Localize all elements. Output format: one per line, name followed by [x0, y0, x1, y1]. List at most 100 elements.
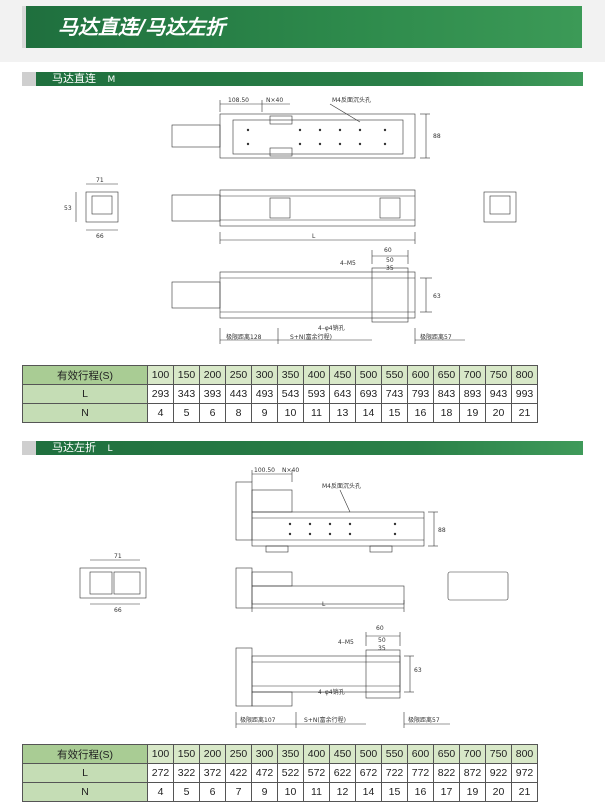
stroke-cell: 400	[303, 744, 330, 764]
stroke-cell: 750	[485, 365, 512, 385]
dim-end-height: 53	[64, 205, 72, 212]
L-cell: 672	[355, 763, 382, 783]
L-cell: 593	[303, 384, 330, 404]
dim-holes4: 4–φ4销孔	[318, 324, 345, 332]
module-inner-top	[232, 119, 404, 155]
end-view-right	[447, 571, 509, 601]
N-cell: 8	[225, 403, 252, 423]
motor-body-bottom	[171, 281, 221, 309]
dim-end-bottom: 66	[96, 233, 104, 240]
dim-35: 35	[386, 265, 394, 272]
stroke-cell: 550	[381, 365, 408, 385]
L-cell: 472	[251, 763, 278, 783]
table-row-L: L 293 343 393 443 493 543 593 643 693 74…	[22, 384, 538, 404]
module-body-bottom	[219, 271, 416, 319]
row-label-L: L	[22, 384, 148, 404]
N-cell: 15	[381, 403, 408, 423]
N-cell: 6	[199, 403, 226, 423]
page-title: 马达直连/马达左折	[22, 6, 582, 48]
stroke-cell: 200	[199, 744, 226, 764]
dim-50: 50	[386, 257, 394, 264]
row-label-L: L	[22, 763, 148, 783]
N-cell: 19	[459, 403, 486, 423]
section-bar-gap	[22, 441, 36, 455]
stroke-cell: 200	[199, 365, 226, 385]
L-cell: 493	[251, 384, 278, 404]
N-cell: 14	[355, 403, 382, 423]
L-cell: 743	[381, 384, 408, 404]
section-code: L	[107, 444, 113, 454]
N-cell: 15	[381, 782, 408, 802]
L-cell: 772	[407, 763, 434, 783]
end-view-right	[483, 191, 517, 223]
stroke-cell: 400	[303, 365, 330, 385]
L-cell: 993	[511, 384, 538, 404]
module-body-top	[219, 113, 416, 159]
motor-body-side	[235, 567, 253, 609]
N-cell: 16	[407, 403, 434, 423]
row-label-N: N	[22, 782, 148, 802]
L-cell: 543	[277, 384, 304, 404]
stroke-cell: 250	[225, 744, 252, 764]
N-cell: 5	[173, 782, 200, 802]
L-cell: 293	[147, 384, 174, 404]
spec-table-motor-left-fold: 有效行程(S) 100 150 200 250 300 350 400 450 …	[22, 744, 538, 802]
N-cell: 4	[147, 782, 174, 802]
stroke-cell: 700	[459, 744, 486, 764]
hole-note: M4反面沉头孔	[332, 96, 371, 104]
N-cell: 10	[277, 403, 304, 423]
header-stroke-label: 有效行程(S)	[22, 744, 148, 764]
dim-limit-right: 极限距离57	[420, 333, 452, 341]
L-cell: 572	[303, 763, 330, 783]
L-cell: 893	[459, 384, 486, 404]
N-cell: 19	[459, 782, 486, 802]
L-cell: 943	[485, 384, 512, 404]
stroke-cell: 800	[511, 744, 538, 764]
N-cell: 20	[485, 782, 512, 802]
L-cell: 972	[511, 763, 538, 783]
stroke-cell: 450	[329, 744, 356, 764]
L-cell: 643	[329, 384, 356, 404]
spec-table-motor-direct: 有效行程(S) 100 150 200 250 300 350 400 450 …	[22, 365, 538, 423]
L-cell: 272	[147, 763, 174, 783]
dim-length: L	[322, 601, 326, 608]
dim-35: 35	[378, 645, 386, 652]
stroke-cell: 600	[407, 744, 434, 764]
dim-end-bottom: 66	[114, 607, 122, 614]
stroke-cell: 750	[485, 744, 512, 764]
L-cell: 693	[355, 384, 382, 404]
motor-body-bottom	[235, 647, 253, 707]
drawing-motor-direct: 108.50 N×40 M4反面沉头孔 88 71 53 66 L 60 50 …	[0, 92, 605, 354]
stroke-cell: 650	[433, 365, 460, 385]
section-label: 马达直连	[52, 72, 96, 85]
row-label-N: N	[22, 403, 148, 423]
motor-body-side	[171, 194, 221, 222]
dim-limit-right: 极限距离57	[408, 716, 440, 724]
stroke-cell: 350	[277, 365, 304, 385]
technical-drawing-svg: 108.50 N×40 M4反面沉头孔 88 71 53 66 L 60 50 …	[64, 96, 517, 344]
L-cell: 793	[407, 384, 434, 404]
stroke-cell: 800	[511, 365, 538, 385]
dim-end-width: 71	[114, 553, 122, 560]
dim-63: 63	[414, 667, 422, 674]
table-row-N: N 4 5 6 8 9 10 11 13 14 15 16 18 19 20 2…	[22, 403, 538, 423]
L-cell: 393	[199, 384, 226, 404]
L-cell: 622	[329, 763, 356, 783]
dim-63: 63	[433, 293, 441, 300]
L-cell: 722	[381, 763, 408, 783]
N-cell: 16	[407, 782, 434, 802]
dim-side: 88	[438, 527, 446, 534]
stroke-cell: 300	[251, 365, 278, 385]
N-cell: 18	[433, 403, 460, 423]
end-view-left	[79, 567, 147, 599]
motor-body-top	[235, 481, 253, 541]
dim-limit-left: 极限距离128	[226, 333, 262, 341]
N-cell: 4	[147, 403, 174, 423]
section-bar-motor-direct: 马达直连 M	[22, 72, 583, 86]
dim-pitch: N×40	[282, 467, 299, 474]
N-cell: 13	[329, 403, 356, 423]
L-cell: 872	[459, 763, 486, 783]
dim-m5: 4–M5	[338, 639, 354, 646]
N-cell: 17	[433, 782, 460, 802]
motor-body-top	[171, 124, 221, 148]
